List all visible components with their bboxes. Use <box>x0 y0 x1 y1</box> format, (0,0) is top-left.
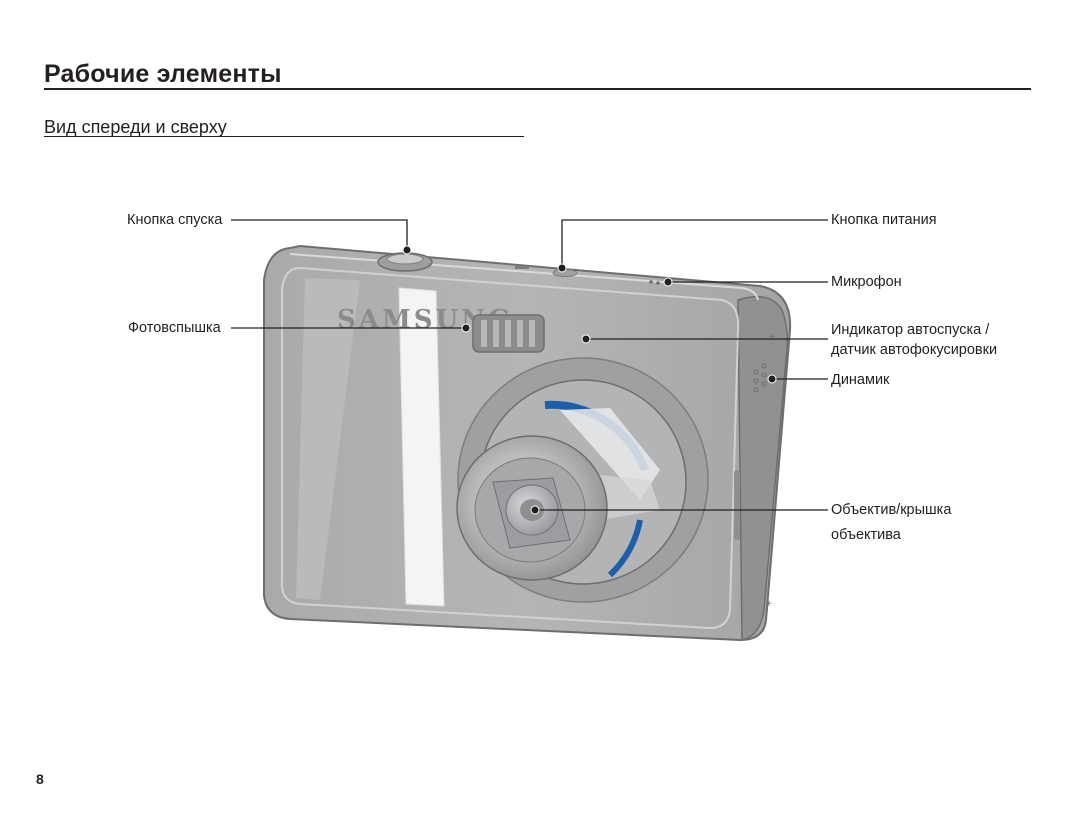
section-subtitle: Вид спереди и сверху <box>44 117 227 137</box>
side-mark-bottom: + <box>766 599 772 610</box>
microphone-holes <box>649 280 660 285</box>
page-number: 8 <box>36 771 44 787</box>
callout-power-button: Кнопка питания <box>831 212 937 228</box>
callout-lines <box>231 219 828 511</box>
shutter-button <box>377 252 433 272</box>
side-mark-top: + <box>769 332 775 343</box>
callout-af-indicator-line1: Индикатор автоспуска / <box>831 322 990 338</box>
strap-slot <box>734 470 740 540</box>
callout-flash: Фотовспышка <box>128 320 221 336</box>
callout-shutter-button: Кнопка спуска <box>127 212 223 228</box>
callout-lens-line1: Объектив/крышка <box>831 502 952 518</box>
page-title: Рабочие элементы <box>44 60 282 88</box>
callout-dots <box>402 245 777 515</box>
callout-af-indicator-line2: датчик автофокусировки <box>831 342 998 358</box>
speaker-holes <box>753 363 767 393</box>
subtitle-divider <box>44 136 524 137</box>
title-divider <box>44 88 1031 90</box>
mode-marking <box>515 266 529 269</box>
callout-microphone: Микрофон <box>831 274 902 290</box>
callout-lens-line2: объектива <box>831 527 901 543</box>
lens-assembly <box>456 357 709 603</box>
flash-window <box>472 314 545 353</box>
callout-speaker: Динамик <box>831 372 890 388</box>
